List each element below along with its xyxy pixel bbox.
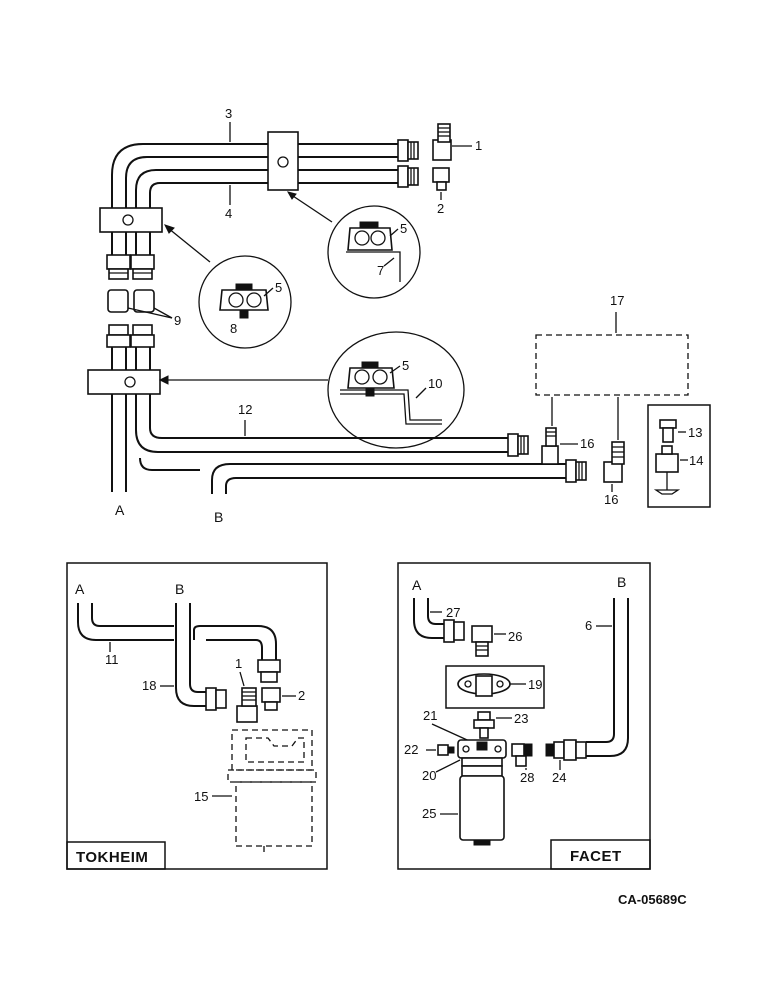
facet-label-A: A xyxy=(412,577,422,593)
fitting-end-4 xyxy=(397,165,419,188)
tube-line-B xyxy=(211,463,568,494)
facet-label-27: 27 xyxy=(446,605,460,620)
tokheim-label-1: 1 xyxy=(235,656,242,671)
facet-label-21: 21 xyxy=(423,708,437,723)
tokheim-tee-2 xyxy=(261,687,281,711)
tokheim-elbow-1 xyxy=(236,687,258,723)
facet-label-19: 19 xyxy=(528,677,542,692)
facet-bracket-box xyxy=(445,665,545,709)
tube-3 xyxy=(111,143,400,255)
label-5b: 5 xyxy=(275,280,282,295)
label-16a: 16 xyxy=(580,436,594,451)
facet-bolt-23 xyxy=(473,711,495,739)
label-3: 3 xyxy=(225,106,232,121)
fitting-end-lower xyxy=(565,459,587,483)
couplers-9 xyxy=(107,289,155,313)
facet-label-28: 28 xyxy=(520,770,534,785)
tokheim-label-B: B xyxy=(175,581,184,597)
clamp-block-upper xyxy=(267,131,299,191)
detail-circle-clamp-8: 5 8 xyxy=(164,224,292,349)
facet-elbow-28 xyxy=(511,743,533,767)
facet-plug-22 xyxy=(437,744,455,756)
elbow-fitting-16a xyxy=(541,427,559,465)
facet-fitting-24 xyxy=(545,739,587,761)
tokheim-tube-upper xyxy=(193,625,277,662)
tube-4 xyxy=(135,169,400,255)
facet-label-20: 20 xyxy=(422,768,436,783)
tokheim-fitting-18 xyxy=(205,687,227,711)
label-14: 14 xyxy=(689,453,703,468)
clamp-block-lower xyxy=(87,369,161,395)
connector-fitting-2 xyxy=(432,167,450,191)
facet-filter-head-20 xyxy=(457,739,507,767)
tokheim-label-2: 2 xyxy=(298,688,305,703)
label-5c: 5 xyxy=(402,358,409,373)
part-14 xyxy=(653,445,681,495)
label-9: 9 xyxy=(174,313,181,328)
label-line-A: A xyxy=(115,502,125,518)
facet-bracket-19 xyxy=(457,673,511,697)
tokheim-tube-18 xyxy=(175,603,208,707)
facet-panel: FACET A B 27 26 19 xyxy=(397,562,651,870)
label-2: 2 xyxy=(437,201,444,216)
fitting-end-3 xyxy=(397,139,419,162)
facet-label-23: 23 xyxy=(514,711,528,726)
facet-label-24: 24 xyxy=(552,770,566,785)
clamp-block-vertical xyxy=(99,207,163,233)
label-8: 8 xyxy=(230,321,237,336)
elbow-fitting-1 xyxy=(432,123,452,161)
facet-tube-27 xyxy=(413,598,446,639)
tokheim-label-11: 11 xyxy=(105,652,119,667)
label-12: 12 xyxy=(238,402,252,417)
label-4: 4 xyxy=(225,206,232,221)
label-1: 1 xyxy=(475,138,482,153)
tokheim-caption: TOKHEIM xyxy=(76,849,148,866)
tokheim-tube-11 xyxy=(77,603,174,641)
detail-circle-clamp-10: 5 10 xyxy=(158,331,465,449)
label-17: 17 xyxy=(610,293,624,308)
tokheim-label-18: 18 xyxy=(142,678,156,693)
label-10: 10 xyxy=(428,376,442,391)
facet-label-22: 22 xyxy=(404,742,418,757)
part-13 xyxy=(659,419,677,443)
dashed-box-17 xyxy=(535,334,689,396)
tokheim-filter-15 xyxy=(227,729,317,852)
facet-label-6: 6 xyxy=(585,618,592,633)
label-line-B: B xyxy=(214,509,223,525)
nut-fittings-lower xyxy=(106,324,155,348)
inset-box-13-14 xyxy=(647,404,711,508)
facet-fitting-27 xyxy=(443,619,465,643)
facet-label-25: 25 xyxy=(422,806,436,821)
fitting-end-12 xyxy=(507,433,529,457)
label-7: 7 xyxy=(377,263,384,278)
label-16b: 16 xyxy=(604,492,618,507)
tokheim-label-A: A xyxy=(75,581,85,597)
facet-tube-6 xyxy=(586,598,615,743)
tokheim-fitting-upper xyxy=(257,659,281,683)
tube-12 xyxy=(135,347,510,453)
facet-label-B: B xyxy=(617,574,626,590)
label-13: 13 xyxy=(688,425,702,440)
tokheim-panel: TOKHEIM A B 11 18 1 xyxy=(66,562,328,870)
nut-fittings-upper xyxy=(106,254,155,280)
label-5a: 5 xyxy=(400,221,407,236)
tokheim-label-15: 15 xyxy=(194,789,208,804)
tube-upper-B-run xyxy=(139,457,200,471)
detail-circle-clamp-7: 5 7 xyxy=(286,191,421,299)
elbow-fitting-16b xyxy=(603,441,625,483)
facet-filter-bowl-25 xyxy=(459,765,505,846)
main-fuel-line-assembly: 1 2 3 4 9 xyxy=(87,106,711,525)
drawing-code: CA-05689C xyxy=(618,892,687,907)
facet-label-26: 26 xyxy=(508,629,522,644)
facet-elbow-26 xyxy=(471,625,493,657)
facet-caption: FACET xyxy=(570,848,622,865)
